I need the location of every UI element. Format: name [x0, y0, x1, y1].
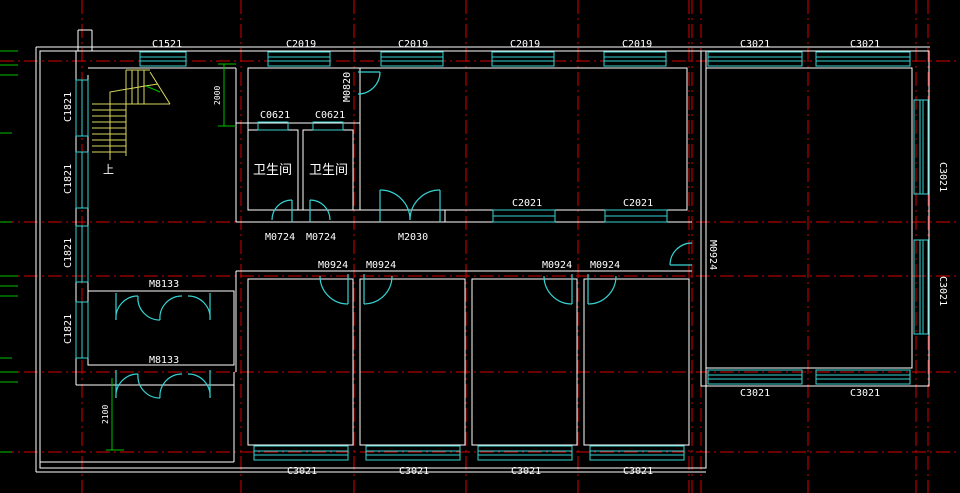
room-wall [247, 278, 354, 446]
windows [75, 51, 929, 461]
door-label: M2030 [398, 232, 428, 243]
door-swing [587, 275, 617, 305]
door-swing [187, 370, 211, 399]
stair-arrow [149, 71, 171, 105]
door-swing [271, 199, 293, 221]
window-label: C2019 [622, 39, 652, 50]
window-label: C1521 [152, 39, 182, 50]
stair [92, 69, 171, 160]
window-top [603, 51, 667, 67]
stair-break [145, 85, 161, 93]
window-right [913, 99, 929, 195]
room-wall [583, 278, 690, 446]
stair-arrow [109, 83, 159, 160]
labels: C1521 C2019 C2019 C2019 C2019 C3021 C302… [63, 39, 948, 477]
room-wall [359, 278, 466, 446]
window-bottom [589, 445, 685, 461]
window-label: C2019 [398, 39, 428, 50]
window-label: C3021 [850, 388, 880, 399]
window-label: C1821 [63, 92, 74, 122]
window-label: C1821 [63, 238, 74, 268]
axis-ticks [0, 50, 18, 453]
window-hall-bottom [707, 369, 803, 385]
door-swing [543, 275, 573, 305]
room-wall [471, 278, 578, 446]
window-label: C2021 [512, 198, 542, 209]
window-label: C2021 [623, 198, 653, 209]
window-label: C3021 [511, 466, 541, 477]
window-label: C3021 [740, 39, 770, 50]
door-label: M0724 [306, 232, 336, 243]
stair-up-label: 上 [103, 163, 114, 176]
room-label-washroom: 卫生间 [309, 163, 348, 178]
room-wall [247, 67, 688, 211]
door-label: M0924 [318, 260, 348, 271]
door-swing [115, 370, 139, 399]
window-label: C3021 [937, 162, 948, 192]
door-swing [409, 189, 441, 221]
window-label: C3021 [287, 466, 317, 477]
door-swing [159, 373, 183, 399]
door-swing [669, 242, 693, 266]
door-label: M0820 [342, 72, 353, 102]
window-top [267, 51, 331, 67]
door-label: M0924 [590, 260, 620, 271]
window-right [913, 239, 929, 335]
hall-wall [700, 50, 930, 387]
window-label: C3021 [937, 276, 948, 306]
doors [115, 71, 693, 399]
window-label: C2019 [510, 39, 540, 50]
dimensions [106, 63, 236, 451]
window-bottom [477, 445, 573, 461]
window-label: C1821 [63, 314, 74, 344]
window-label: C0621 [315, 110, 345, 121]
door-label: M0924 [366, 260, 396, 271]
window-label: C1821 [63, 164, 74, 194]
window-top [380, 51, 444, 67]
window-label: C3021 [740, 388, 770, 399]
door-swing [137, 373, 161, 399]
window-label: C0621 [260, 110, 290, 121]
lobby-wall [87, 290, 235, 366]
door-label: M0724 [265, 232, 295, 243]
window-label: C3021 [623, 466, 653, 477]
door-swing [379, 189, 411, 221]
door-swing [319, 275, 349, 305]
window-top [139, 51, 187, 67]
walls [35, 29, 930, 473]
hall-wall [705, 67, 913, 369]
door-swing [309, 199, 331, 221]
door-label: M8133 [149, 355, 179, 366]
window-top [815, 51, 911, 67]
window-small [257, 121, 289, 131]
door-swing [357, 71, 381, 95]
window-label: C3021 [399, 466, 429, 477]
door-swing [363, 275, 393, 305]
room-label-washroom: 卫生间 [253, 163, 292, 178]
window-bottom [253, 445, 349, 461]
dimension-label: 2100 [101, 405, 110, 424]
window-bottom [365, 445, 461, 461]
dimension-label: 2000 [213, 86, 222, 105]
window-label: C3021 [850, 39, 880, 50]
door-swing [115, 293, 139, 321]
door-swing [187, 293, 211, 321]
window-hall-bottom [815, 369, 911, 385]
door-label: M0924 [707, 240, 718, 270]
door-label: M0924 [542, 260, 572, 271]
door-swing [159, 295, 183, 321]
window-top [707, 51, 803, 67]
door-swing [137, 295, 161, 321]
window-top [491, 51, 555, 67]
door-label: M8133 [149, 279, 179, 290]
window-small [312, 121, 344, 131]
window-label: C2019 [286, 39, 316, 50]
